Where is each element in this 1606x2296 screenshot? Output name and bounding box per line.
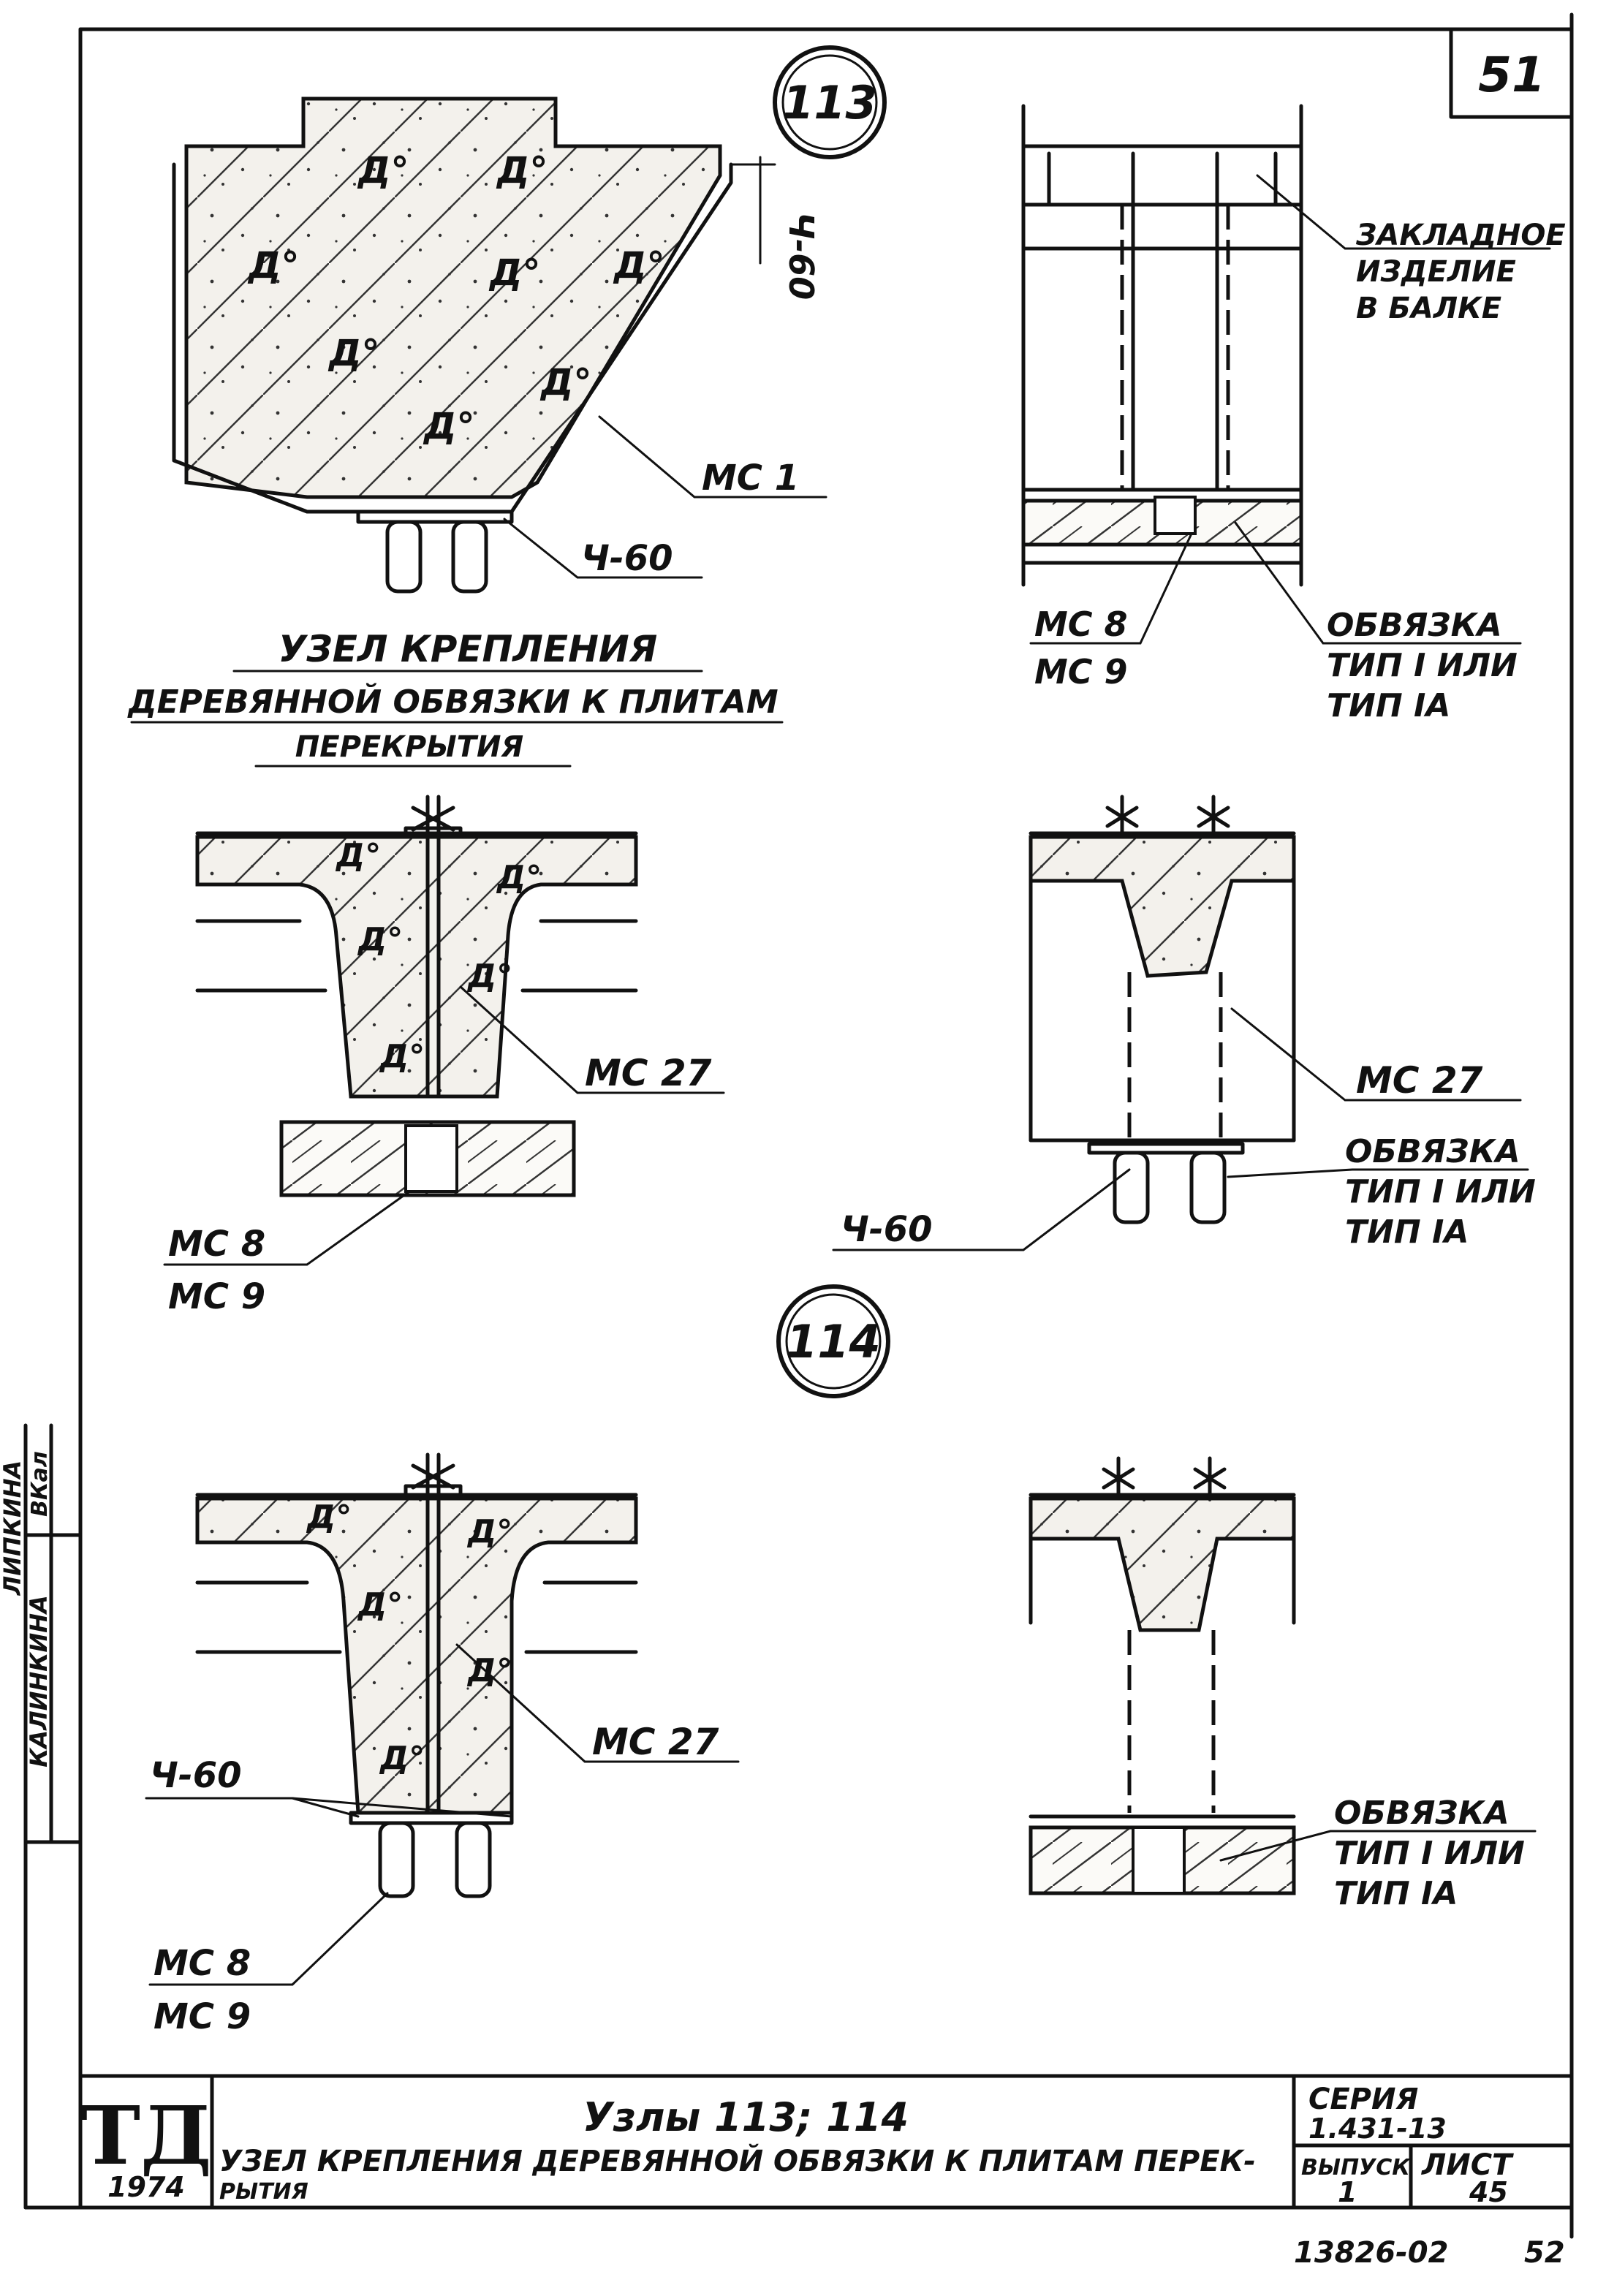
- concrete-mark: Д°: [335, 837, 381, 874]
- label-ms9: МС 9: [154, 1996, 251, 2037]
- page-number-box: 51: [1449, 27, 1574, 119]
- section-title-line3: ПЕРЕКРЫТИЯ: [295, 730, 523, 764]
- section-title: УЗЕЛ КРЕПЛЕНИЯ ДЕРЕВЯННОЙ ОБВЯЗКИ К ПЛИТ…: [126, 628, 784, 768]
- label-embedded: ИЗДЕЛИЕ: [1356, 255, 1516, 289]
- concrete-mark: Д°: [488, 251, 541, 294]
- stamp-name: ЛИПКИНА: [0, 1460, 26, 1596]
- description-line1: УЗЕЛ КРЕПЛЕНИЯ ДЕРЕВЯННОЙ ОБВЯЗКИ К ПЛИТ…: [219, 2143, 1256, 2178]
- doc-code: 13826-02: [1294, 2236, 1448, 2270]
- node-114-marker: 114: [776, 1284, 890, 1398]
- year: 1974: [107, 2171, 185, 2203]
- label-ch60: Ч-60: [781, 212, 821, 300]
- concrete-mark: Д°: [466, 958, 512, 995]
- series-label: СЕРИЯ: [1308, 2083, 1418, 2116]
- concrete-mark: Д°: [247, 244, 300, 287]
- label-ms8: МС 8: [168, 1224, 265, 1265]
- concrete-mark: Д°: [496, 149, 548, 192]
- concrete-mark: Д°: [423, 405, 475, 447]
- label-ch60: Ч-60: [841, 1209, 933, 1250]
- label-obvyazka: ТИП IА: [1334, 1875, 1458, 1912]
- concrete-mark: Д°: [306, 1499, 352, 1536]
- side-stamp: ЛИПКИНА КАЛИНКИНА ВКал: [0, 1423, 83, 1844]
- node-114-slab-side-view: ОБВЯЗКА ТИП I ИЛИ ТИП IА: [1029, 1456, 1537, 1912]
- label-obvyazka: ОБВЯЗКА: [1345, 1133, 1520, 1170]
- label-obvyazka: ТИП IА: [1345, 1213, 1469, 1251]
- label-ch60: Ч-60: [150, 1755, 242, 1796]
- label-ms8: МС 8: [1034, 605, 1128, 644]
- series-value: 1.431-13: [1308, 2113, 1447, 2145]
- sheet-label: ЛИСТ: [1421, 2148, 1514, 2182]
- concrete-mark: Д°: [379, 1740, 425, 1777]
- label-obvyazka: ТИП IА: [1327, 687, 1450, 724]
- label-ms27: МС 27: [1356, 1059, 1483, 1102]
- label-ch60: Ч-60: [581, 538, 673, 579]
- concrete-mark: Д°: [466, 1652, 512, 1689]
- label-ms9: МС 9: [1034, 652, 1128, 692]
- issue-label: ВЫПУСК: [1301, 2155, 1411, 2181]
- concrete-mark: Д°: [327, 332, 380, 374]
- label-obvyazka: ТИП I ИЛИ: [1334, 1835, 1525, 1872]
- label-ms27: МС 27: [592, 1721, 719, 1763]
- logo: ТД: [80, 2088, 212, 2183]
- node-113-marker: 113: [773, 45, 887, 159]
- stamp-sign: ВКал: [27, 1451, 53, 1517]
- description-line2: РЫТИЯ: [219, 2179, 308, 2205]
- label-obvyazka: ТИП I ИЛИ: [1345, 1173, 1536, 1210]
- issue-value: 1: [1338, 2176, 1357, 2208]
- nodes-title: Узлы 113; 114: [583, 2094, 909, 2140]
- node-114-number: 114: [786, 1315, 880, 1368]
- node-113-beam-section: Д° Д° Д° Д° Д° Д° Д° Д° Ч-60 МС 1 Ч-60: [172, 96, 827, 594]
- node-113-number: 113: [782, 76, 876, 129]
- node-114-rib-section: Д° Д° Д° Д° Д° МС 27 Ч-60 МС 8 МС 9: [145, 1452, 740, 2037]
- concrete-mark: Д°: [496, 859, 542, 896]
- concrete-mark: Д°: [379, 1038, 425, 1075]
- sheet-value: 45: [1469, 2176, 1508, 2208]
- stamp-name: КАЛИНКИНА: [25, 1595, 53, 1768]
- section-title-line1: УЗЕЛ КРЕПЛЕНИЯ: [279, 628, 658, 670]
- page-number: 51: [1478, 47, 1545, 103]
- label-obvyazka: ТИП I ИЛИ: [1327, 647, 1518, 684]
- concrete-mark: Д°: [613, 244, 665, 287]
- concrete-mark: Д°: [539, 361, 592, 403]
- node-113-slab-side-view: МС 27 Ч-60 ОБВЯЗКА ТИП I ИЛИ ТИП IА: [832, 795, 1536, 1251]
- node-113-beam-side-view: ЗАКЛАДНОЕ ИЗДЕЛИЕ В БАЛКЕ МС 8 МС 9 ОБВЯ…: [1021, 104, 1566, 724]
- concrete-mark: Д°: [357, 1586, 403, 1624]
- label-ms9: МС 9: [168, 1276, 265, 1317]
- title-block: ТД 1974 Узлы 113; 114 УЗЕЛ КРЕПЛЕНИЯ ДЕР…: [78, 2074, 1574, 2210]
- bottom-number: 52: [1524, 2236, 1565, 2270]
- label-ms27: МС 27: [585, 1052, 712, 1094]
- label-obvyazka: ОБВЯЗКА: [1327, 607, 1502, 644]
- label-embedded: В БАЛКЕ: [1356, 292, 1501, 325]
- concrete-mark: Д°: [357, 149, 409, 192]
- label-ms1: МС 1: [702, 458, 799, 499]
- concrete-mark: Д°: [466, 1513, 512, 1550]
- sheet-frame: [23, 12, 1574, 2239]
- label-ms8: МС 8: [154, 1943, 251, 1984]
- node-113-rib-section: Д° Д° Д° Д° Д° МС 27 МС 8 МС 9: [163, 795, 725, 1317]
- label-obvyazka: ОБВЯЗКА: [1334, 1795, 1510, 1832]
- concrete-mark: Д°: [357, 921, 403, 958]
- section-title-line2: ДЕРЕВЯННОЙ ОБВЯЗКИ К ПЛИТАМ: [126, 682, 778, 721]
- label-embedded: ЗАКЛАДНОЕ: [1355, 219, 1566, 252]
